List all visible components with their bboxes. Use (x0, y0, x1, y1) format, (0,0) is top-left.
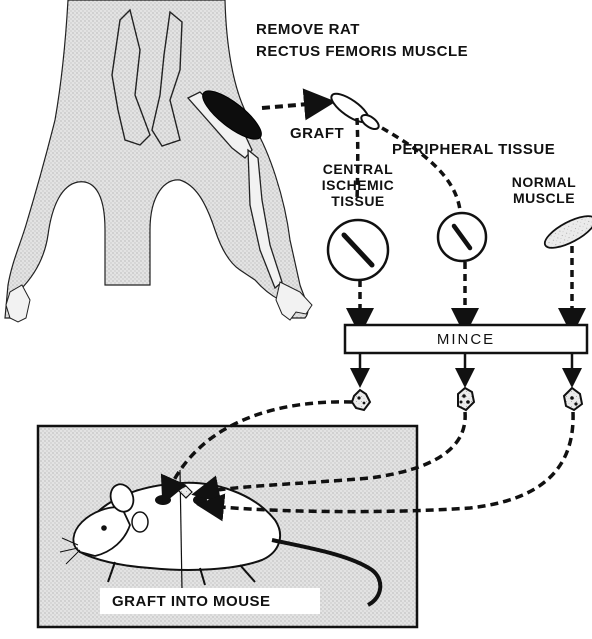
peripheral-tissue-sample (438, 213, 486, 261)
minced-fragment-central (352, 390, 370, 410)
graft-label: GRAFT (290, 126, 344, 141)
mouse-ear-inner (132, 512, 148, 532)
central-label-line1: CENTRAL (312, 162, 404, 176)
mouse-eye (101, 525, 107, 531)
minced-fragment-normal (564, 388, 582, 410)
remove-label-line2: RECTUS FEMORIS MUSCLE (256, 44, 468, 59)
normal-label-line1: NORMAL (504, 175, 584, 189)
graft-into-mouse-label: GRAFT INTO MOUSE (112, 594, 271, 609)
peripheral-tissue-label: PERIPHERAL TISSUE (392, 142, 555, 157)
central-ischemic-sample (328, 220, 388, 280)
central-label-line3: TISSUE (312, 194, 404, 208)
mince-label: MINCE (345, 332, 587, 347)
remove-label-line1: REMOVE RAT (256, 22, 360, 37)
arrow-muscle-to-graft (262, 103, 320, 108)
minced-fragment-peripheral (458, 388, 474, 410)
implant-left (155, 495, 171, 505)
central-label-line2: ISCHEMIC (312, 178, 404, 192)
implant-right (193, 495, 207, 505)
normal-muscle-sample (541, 210, 592, 254)
normal-label-line2: MUSCLE (504, 191, 584, 205)
